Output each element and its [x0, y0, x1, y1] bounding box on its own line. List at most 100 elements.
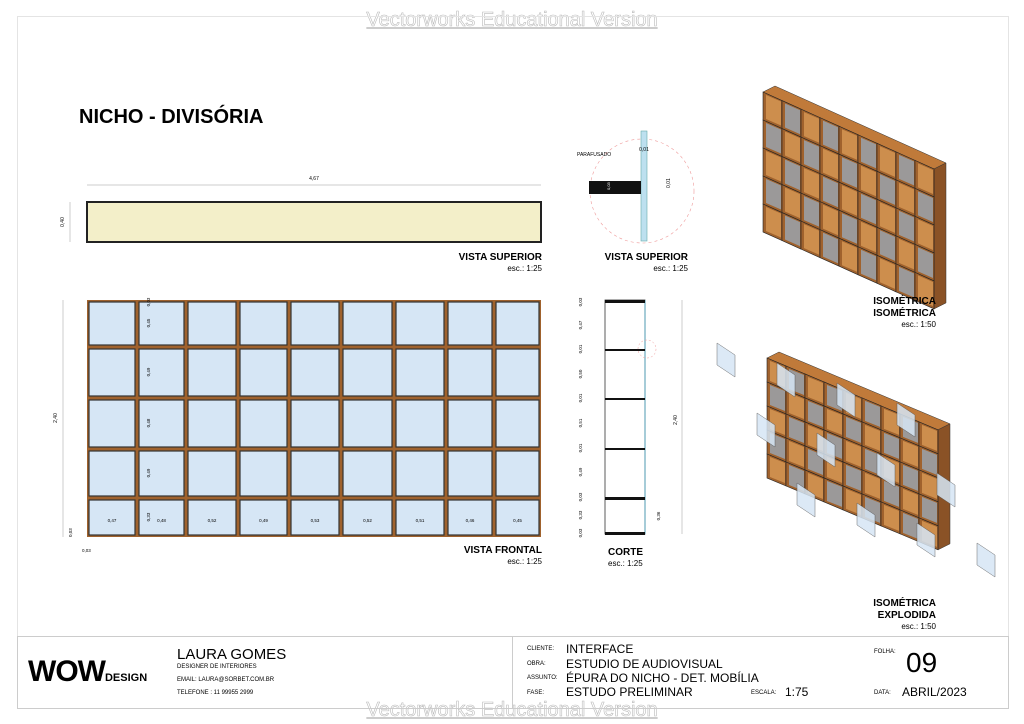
front-niche: [395, 301, 445, 346]
iso-cell-back: [899, 182, 914, 214]
logo: WOWDESIGN: [28, 657, 147, 687]
front-height-dim: 2,40: [53, 413, 59, 423]
section-shelf: [605, 300, 645, 303]
front-niche: [395, 348, 445, 397]
front-niche: [495, 301, 540, 346]
designer-role: DESIGNER DE INTERIORES: [177, 664, 257, 670]
iso-glass-panel: [836, 382, 856, 418]
front-niche: [395, 399, 445, 448]
front-niche: [239, 450, 288, 497]
iso-cell-back: [789, 392, 804, 419]
row-height-dim: 0,03: [146, 297, 151, 306]
front-niche: [447, 348, 493, 397]
front-niche: [290, 348, 340, 397]
section-shelf: [605, 398, 645, 400]
iso-cell-back: [880, 146, 895, 177]
section-dim: 0,51: [578, 418, 583, 427]
iso-label-2: ISOMÉTRICA: [873, 308, 936, 319]
iso-cell-back: [823, 204, 838, 236]
iso-cell-back: [922, 472, 937, 499]
front-niche: [290, 450, 340, 497]
iso-cell-back: [766, 179, 781, 210]
detail-label: VISTA SUPERIOR: [604, 252, 688, 263]
iso-cell-back: [808, 472, 823, 499]
iso-cell-back: [922, 496, 937, 523]
front-niche: [138, 301, 185, 346]
designer-name: LAURA GOMES: [177, 646, 287, 663]
front-niche: [342, 499, 393, 536]
col-width-dim: 0,53: [311, 518, 320, 523]
col-width-dim: 0,52: [363, 518, 372, 523]
iso-label-1: ISOMÉTRICA: [873, 296, 936, 307]
detail-scale: esc.: 1:25: [653, 264, 688, 273]
row-height-dim: 0,49: [146, 468, 151, 477]
iso-cell-back: [789, 440, 804, 467]
detail-dim1: 0,01: [639, 147, 649, 153]
iso-cell-back: [861, 137, 876, 169]
front-view-scale: esc.: 1:25: [507, 557, 542, 566]
data-value: ABRIL/2023: [902, 685, 967, 699]
front-niche: [290, 499, 340, 536]
assunto-value: ÉPURA DO NICHO - DET. MOBÍLIA: [566, 671, 759, 685]
col-width-dim: 0,47: [108, 518, 117, 523]
section-dim: 0,03: [578, 297, 583, 306]
iso-cell-back: [903, 464, 918, 491]
section-shelf: [605, 497, 645, 500]
iso-cell-back: [823, 232, 838, 264]
iso-cell-back: [808, 400, 823, 427]
top-view-scale: esc.: 1:25: [507, 264, 542, 273]
iso-cell-back: [785, 103, 800, 135]
front-niche: [495, 499, 540, 536]
front-niche: [495, 399, 540, 448]
iso-cell-back: [785, 187, 800, 219]
front-niche: [138, 499, 185, 536]
detail-shelf: [589, 181, 641, 194]
section-shelf: [605, 349, 645, 351]
section-dim: 0,01: [578, 393, 583, 402]
front-niche: [342, 348, 393, 397]
front-niche: [138, 450, 185, 497]
watermark-top: Vectorworks Educational Version: [366, 9, 658, 31]
front-niche: [290, 399, 340, 448]
iso-cell-back: [899, 238, 914, 270]
iso-cell-back: [918, 247, 933, 278]
col-width-dim: 0,45: [513, 518, 522, 523]
top-width-dim: 4,67: [309, 176, 319, 182]
data-label: DATA:: [874, 690, 891, 696]
iso-cell-back: [846, 416, 861, 443]
iso-cell-back: [789, 416, 804, 443]
detail-dim3: 0,03: [606, 181, 611, 190]
section-shelf: [605, 532, 645, 535]
iso-cell-back: [880, 230, 895, 261]
fase-value: ESTUDO PRELIMINAR: [566, 685, 693, 699]
detail-note: PARAFUSADO: [577, 152, 611, 158]
exploded-isometric-view: [716, 342, 996, 578]
iso-cell-back: [842, 157, 857, 188]
front-niche: [447, 399, 493, 448]
iso-glass-panel: [796, 482, 816, 518]
section-shelf: [605, 448, 645, 450]
front-niche: [290, 301, 340, 346]
iso-cell-back: [899, 266, 914, 298]
isox-label-2: EXPLODIDA: [877, 610, 936, 621]
section-dim: 0,50: [578, 369, 583, 378]
row-height-dim: 0,49: [146, 367, 151, 376]
iso-cell-back: [865, 472, 880, 499]
front-niche: [88, 301, 136, 346]
assunto-label: ASSUNTO:: [527, 675, 558, 681]
iso-cell-back: [903, 440, 918, 467]
section-dim: 0,33: [578, 510, 583, 519]
iso-cell-back: [884, 408, 899, 435]
front-niche: [138, 348, 185, 397]
col-width-dim: 0,49: [259, 518, 268, 523]
sheet-border: [17, 16, 1009, 637]
section-height-dim: 2,40: [673, 415, 679, 425]
detail-marker: [637, 339, 657, 359]
front-niche: [239, 499, 288, 536]
iso-glass-panel: [816, 432, 836, 468]
front-niche: [187, 301, 237, 346]
fase-label: FASE:: [527, 690, 545, 696]
iso-cell-back: [918, 191, 933, 222]
iso-cell-back: [880, 174, 895, 205]
front-niche: [239, 301, 288, 346]
